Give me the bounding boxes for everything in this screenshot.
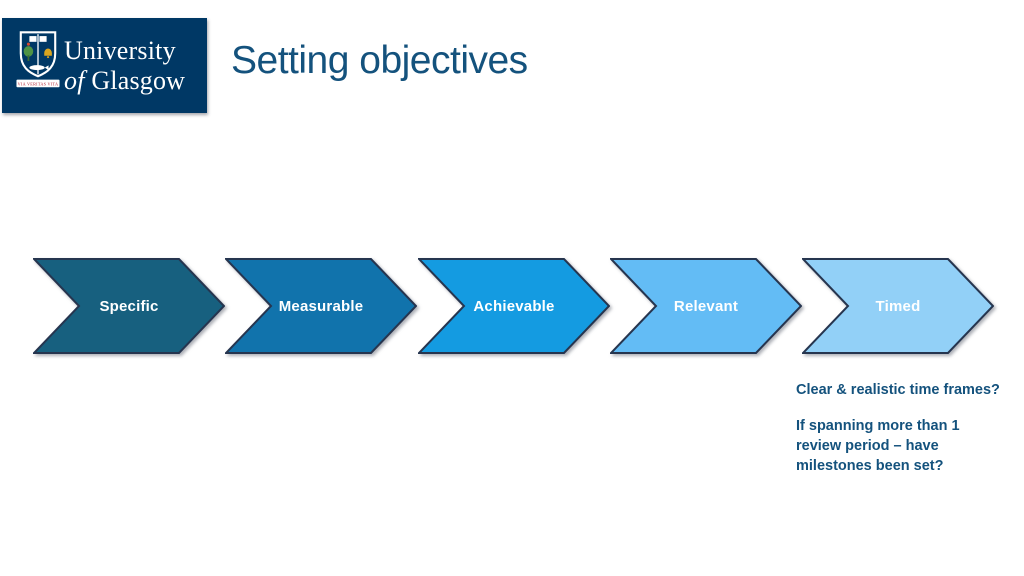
chevron-measurable: Measurable (225, 258, 417, 354)
university-of-glasgow-logo: VIA VERITAS VITA University of Glasgow (2, 18, 207, 113)
timed-note-line: review period – have (796, 438, 939, 454)
timed-note-question: Clear & realistic time frames? (796, 382, 1000, 398)
chevron-relevant: Relevant (610, 258, 802, 354)
chevron-arrow-shape (33, 258, 225, 354)
chevron-label: Achievable (473, 297, 555, 315)
chevron-specific: Specific (33, 258, 225, 354)
logo-line-of-glasgow: of Glasgow (64, 66, 186, 95)
timed-note-line: If spanning more than 1 (796, 418, 960, 434)
logo-line-university: University (64, 36, 176, 65)
crest-motto: VIA VERITAS VITA (18, 81, 59, 86)
chevron-achievable: Achievable (418, 258, 610, 354)
timed-note-detail: If spanning more than 1 review period – … (796, 416, 1022, 476)
page-title: Setting objectives (231, 39, 528, 82)
timed-note-line: milestones been set? (796, 458, 944, 474)
timed-note: Clear & realistic time frames? If spanni… (796, 380, 1022, 476)
chevron-arrow-shape (225, 258, 417, 354)
chevron-arrow-shape (418, 258, 610, 354)
university-logo-text: University of Glasgow (64, 36, 185, 96)
university-crest-icon: VIA VERITAS VITA (16, 31, 60, 88)
chevron-arrow-shape (610, 258, 802, 354)
chevron-arrow-shape (802, 258, 994, 354)
chevron-timed: Timed (802, 258, 994, 354)
chevron-label: Relevant (673, 297, 739, 315)
chevron-label: Measurable (278, 297, 364, 315)
chevron-label: Specific (99, 297, 159, 315)
chevron-label: Timed (875, 297, 921, 315)
